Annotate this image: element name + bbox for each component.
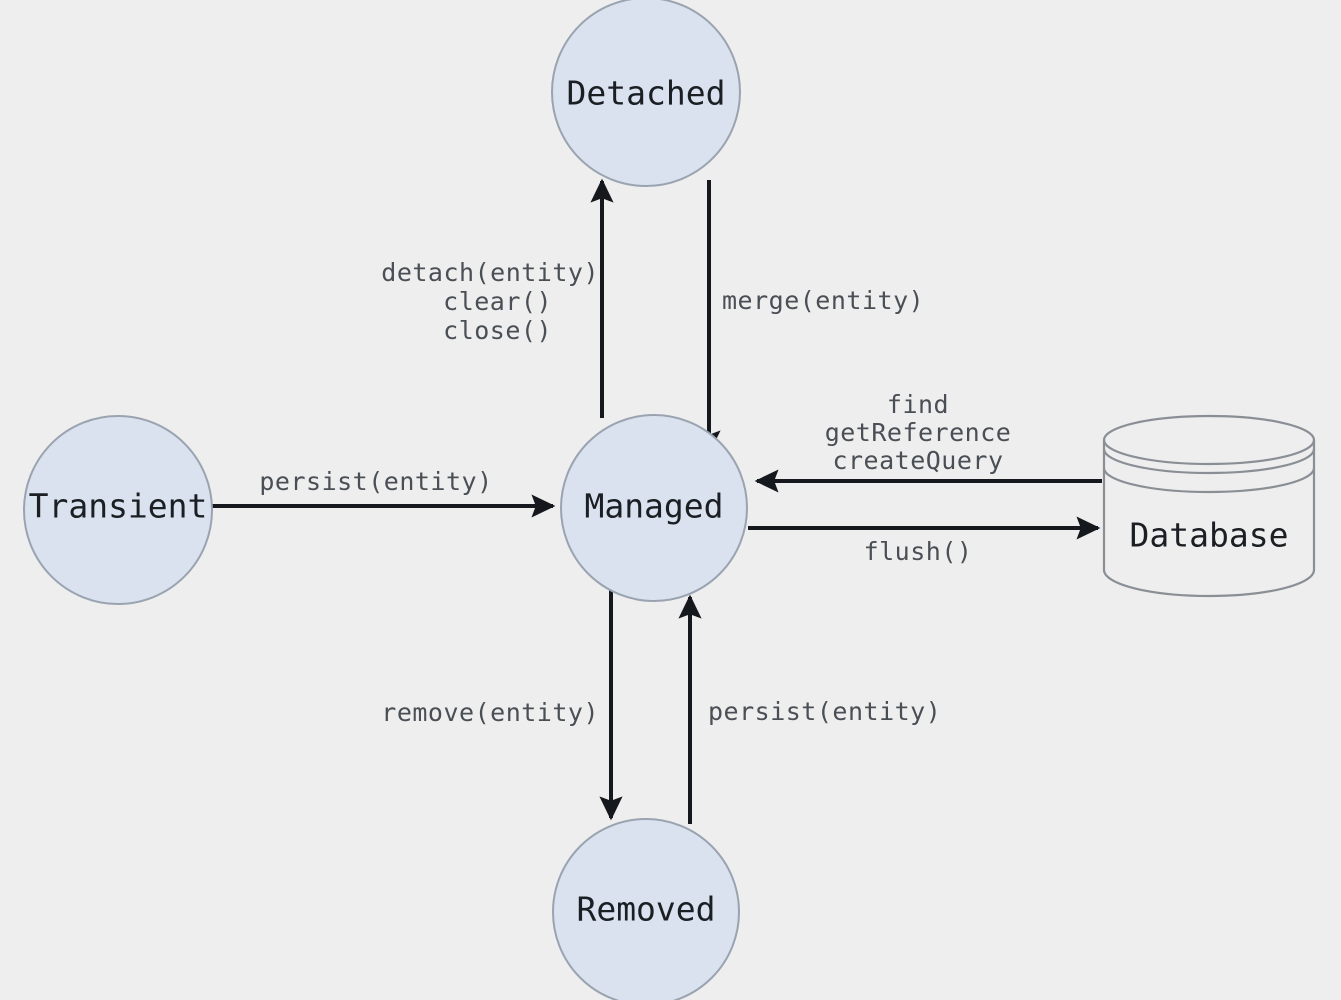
edge-label-persist-transient: persist(entity) <box>259 467 492 496</box>
edge-label-flush: flush() <box>864 537 973 566</box>
detached-label: Detached <box>567 74 726 113</box>
edge-database-to-managed: find getReference createQuery <box>754 390 1102 493</box>
managed-label: Managed <box>584 487 723 526</box>
edge-transient-to-managed: persist(entity) <box>211 467 556 518</box>
edge-label-clear: clear() <box>443 287 552 316</box>
node-removed[interactable]: Removed <box>552 818 740 1000</box>
edge-label-get-reference: getReference <box>825 418 1012 447</box>
transient-circle[interactable] <box>23 415 213 605</box>
edge-managed-to-database: flush() <box>748 516 1101 566</box>
edge-label-detach-entity: detach(entity) <box>381 258 599 287</box>
database-body[interactable] <box>1102 438 1316 598</box>
edge-label-merge-entity: merge(entity) <box>722 286 924 315</box>
edge-label-close: close() <box>443 316 552 345</box>
node-managed[interactable]: Managed <box>560 414 748 602</box>
edge-managed-to-removed: remove(entity) <box>381 586 623 821</box>
edge-label-persist-removed: persist(entity) <box>708 697 941 726</box>
removed-circle[interactable] <box>552 818 740 1000</box>
edge-label-find: find <box>887 390 949 419</box>
edge-label-remove-entity: remove(entity) <box>381 698 599 727</box>
node-detached[interactable]: Detached <box>551 0 741 187</box>
transient-label: Transient <box>29 487 208 526</box>
database-label: Database <box>1130 516 1289 555</box>
edge-managed-to-detached: detach(entity) clear() close() <box>381 178 614 418</box>
database-ring-1 <box>1102 447 1316 475</box>
node-transient[interactable]: Transient <box>23 415 213 605</box>
managed-circle[interactable] <box>560 414 748 602</box>
database-ring-2 <box>1102 466 1316 494</box>
detached-circle[interactable] <box>551 0 741 187</box>
edge-removed-to-managed: persist(entity) <box>678 594 941 824</box>
node-database[interactable]: Database <box>1102 414 1316 598</box>
database-top-ellipse[interactable] <box>1102 414 1316 466</box>
removed-label: Removed <box>576 890 715 929</box>
edge-label-create-query: createQuery <box>832 446 1003 475</box>
edge-detached-to-managed: merge(entity) <box>697 180 924 455</box>
